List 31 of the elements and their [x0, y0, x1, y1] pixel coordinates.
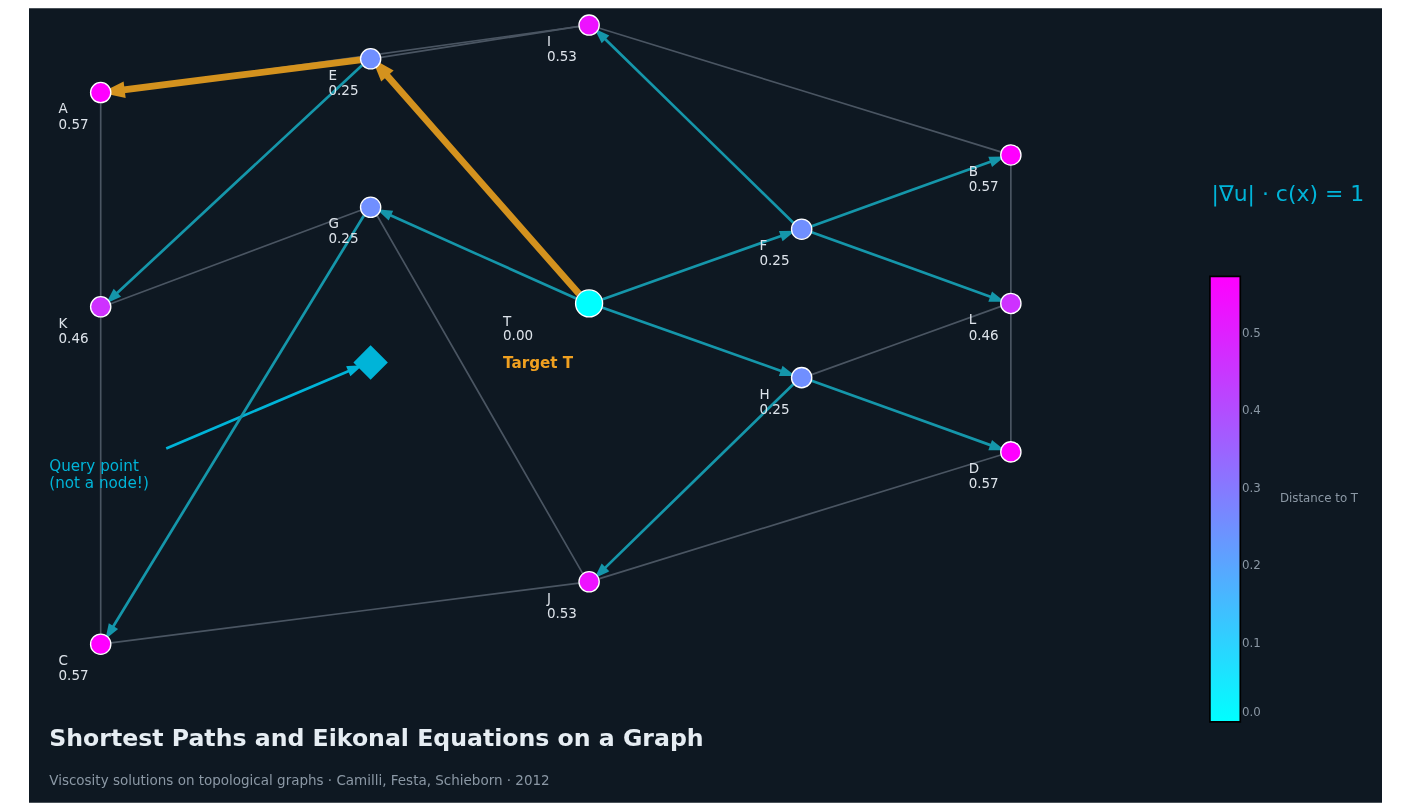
node-label: 0.46 — [58, 329, 89, 346]
node-label: 0.57 — [968, 178, 999, 195]
node-label: E — [328, 66, 337, 83]
node-label: Target T — [503, 353, 574, 372]
node-label: H — [759, 385, 770, 402]
label: 0.1 — [1241, 635, 1261, 650]
label: 0.3 — [1241, 480, 1261, 495]
caption: Viscosity solutions on topological graphs · Camilli, Festa, Schieborn · 2012 — [49, 771, 550, 788]
label: |∇u| · c(x) = 1 — [1211, 181, 1365, 207]
node-label: C — [58, 652, 68, 669]
label: 0.4 — [1241, 403, 1261, 418]
node-label: 0.57 — [968, 475, 999, 491]
node-label: K — [58, 314, 68, 331]
node-label: 0.57 — [58, 115, 89, 132]
label: 0.0 — [1241, 705, 1261, 720]
node-label: 0.53 — [546, 604, 577, 621]
label: 0.2 — [1241, 558, 1261, 573]
label: Distance to T — [1279, 490, 1359, 505]
node-label: L — [968, 311, 977, 328]
node-label: A — [58, 100, 68, 117]
node-label: 0.53 — [546, 48, 577, 65]
node-label: J — [546, 589, 551, 606]
node-label: I — [546, 32, 551, 49]
diagram-title: Shortest Paths and Eikonal Equations on a Graph — [49, 723, 704, 752]
node-label: G — [328, 215, 339, 232]
node-label: 0.57 — [58, 667, 89, 684]
node-text: Query point (not a node!) — [49, 456, 149, 492]
label: 0.5 — [1241, 325, 1261, 340]
node-label: D — [968, 459, 980, 476]
node-label: 0.46 — [968, 326, 999, 343]
node-label: 0.25 — [759, 252, 790, 269]
